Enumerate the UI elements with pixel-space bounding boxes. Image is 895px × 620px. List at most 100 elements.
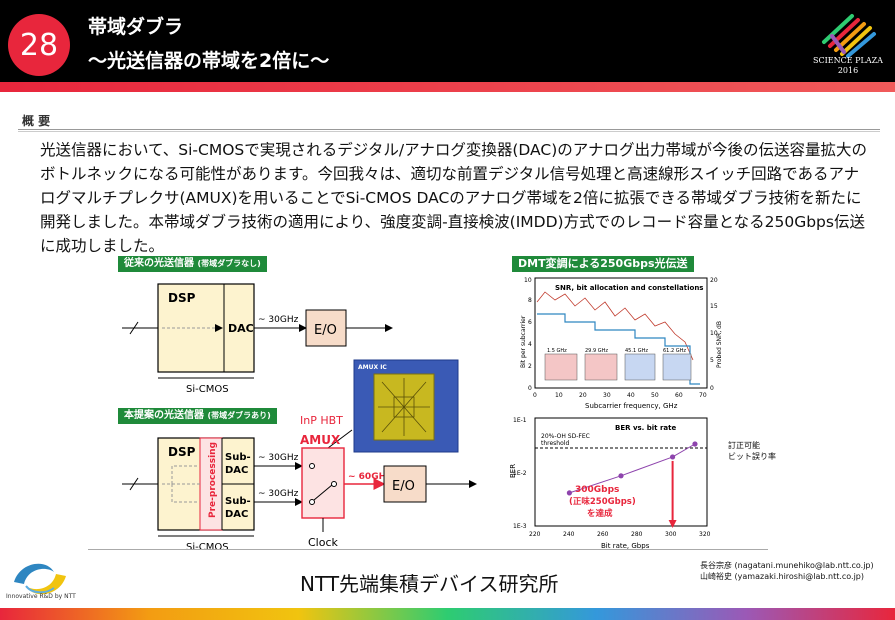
proposed-cmos-label: Si-CMOS [186, 542, 229, 553]
page-title: 帯域ダブラ [88, 16, 184, 38]
subdac1-line1: Sub- [225, 452, 251, 463]
dmt-constellation-labels: 1.5 GHz 29.9 GHz 45.1 GHz 61.2 GHz [547, 348, 686, 354]
dmt-y-tick: 0 [710, 385, 714, 392]
constellation-label: 1.5 GHz [547, 348, 567, 354]
ntt-logo-icon [14, 563, 66, 595]
conventional-dsp-block [157, 283, 255, 373]
inp-hbt-label: InP HBT [300, 414, 343, 427]
ber-x-tick: 300 [665, 531, 677, 538]
subdac1-freq: ~ 30GHz [258, 453, 299, 463]
amux-block [301, 447, 345, 519]
ber-y-tick: 1E-3 [513, 523, 527, 530]
dmt-x-tick: 10 [555, 392, 563, 399]
dmt-ylabel-right: Probed SNR, dB [716, 321, 723, 368]
proposed-dsp-branches [171, 465, 198, 503]
ber-y-tick: 1E-2 [513, 470, 527, 477]
ber-threshold-line2: threshold [541, 440, 569, 447]
ber-data-point [692, 441, 698, 447]
ber-ylabel: BER [509, 464, 517, 478]
section-divider [18, 129, 880, 130]
section-label: 概 要 [22, 114, 51, 128]
ber-result-arrowhead [668, 520, 677, 528]
conventional-input-slash [129, 321, 139, 335]
ber-side-note-line2: ビット誤り率 [728, 452, 776, 461]
dmt-ylabel-left: Bit per subcarrier [520, 315, 527, 368]
dmt-title: SNR, bit allocation and constellations [555, 284, 703, 292]
ber-x-ticks: 220 240 260 280 300 320 [529, 531, 711, 538]
subdac1-line2: DAC [225, 465, 248, 476]
ntt-tagline: Innovative R&D by NTT [6, 593, 76, 600]
ber-result-line1: 300Gbps [575, 485, 619, 495]
ber-title: BER vs. bit rate [615, 424, 676, 432]
dmt-x-tick: 70 [699, 392, 707, 399]
preprocessing-label: Pre-processing [208, 442, 218, 518]
contact-2: 山崎裕史 (yamazaki.hiroshi@lab.ntt.co.jp) [700, 572, 865, 581]
ber-chart: BER vs. bit rate 20%-OH SD-FEC threshold… [509, 417, 711, 550]
ber-result-line2: (正味250Gbps) [569, 496, 636, 507]
ber-data-point [670, 454, 676, 460]
proposed-tag: 本提案の光送信器 (帯域ダブラあり) [118, 408, 277, 424]
chip-callout-line [327, 429, 353, 449]
page-subtitle: 〜光送信器の帯域を2倍に〜 [88, 50, 330, 72]
ber-side-note-line1: 訂正可能 [728, 441, 760, 450]
clock-label: Clock [308, 536, 339, 549]
subdac2-line1: Sub- [225, 496, 251, 507]
ber-series-line [569, 443, 696, 494]
ber-x-tick: 220 [529, 531, 541, 538]
dmt-x-ticks: 0 10 20 30 40 50 60 70 [533, 392, 707, 399]
dmt-x-tick: 40 [627, 392, 635, 399]
dmt-x-tick: 50 [651, 392, 659, 399]
science-plaza-logo-text: SCIENCE PLAZA 2016 [806, 56, 890, 76]
ber-data-point [566, 490, 572, 496]
constellation-2 [584, 353, 618, 381]
proposed-dsp-label: DSP [168, 445, 196, 459]
amux-chip-photo: AMUX IC [353, 359, 459, 453]
conventional-freq: ~ 30GHz [258, 315, 299, 325]
brand-line2: 2016 [837, 66, 859, 75]
dmt-y-tick: 10 [710, 330, 718, 337]
conventional-eo-label: E/O [314, 323, 337, 338]
ber-xlabel: Bit rate, Gbps [601, 542, 650, 550]
proposed-tag-note: (帯域ダブラあり) [207, 411, 271, 420]
dmt-snr-line [536, 291, 694, 361]
conventional-dsp-label: DSP [168, 291, 196, 305]
ber-y-tick: 1E-1 [513, 417, 527, 424]
conventional-diagram: DSP DAC ~ 30GHz E/O Si-CMOS [122, 283, 393, 395]
proposed-tag-text: 本提案の光送信器 [124, 410, 204, 421]
summary-text: 光送信器において、Si-CMOSで実現されるデジタル/アナログ変換器(DAC)の… [40, 141, 867, 255]
dmt-y-tick: 4 [528, 341, 532, 348]
constellation-label: 45.1 GHz [625, 348, 648, 354]
proposed-diagram: DSP Pre-processing Sub- DAC Sub- DAC ~ 3… [122, 414, 477, 553]
dmt-x-tick: 0 [533, 392, 537, 399]
dmt-y-tick: 20 [710, 277, 718, 284]
ber-x-tick: 260 [597, 531, 609, 538]
slide-number-badge: 28 [8, 14, 70, 76]
ber-points [566, 441, 698, 496]
dmt-x-tick: 60 [675, 392, 683, 399]
contact-1: 長谷宗彦 (nagatani.munehiko@lab.ntt.co.jp) [700, 561, 874, 570]
footer-divider [88, 549, 768, 550]
dmt-y-tick: 10 [524, 277, 532, 284]
dmt-bit-allocation-line [537, 313, 700, 385]
conventional-tag-text: 従来の光送信器 [124, 258, 194, 269]
proposed-input-slash [129, 477, 139, 491]
amux-label: AMUX [300, 433, 341, 447]
conventional-tag-note: (帯域ダブラなし) [197, 259, 261, 268]
section-divider-light [18, 131, 880, 132]
dmt-y-ticks-right: 0 5 10 15 20 [710, 277, 718, 392]
dmt-x-tick: 30 [603, 392, 611, 399]
dmt-y-tick: 6 [528, 319, 532, 326]
ber-x-tick: 280 [631, 531, 643, 538]
constellation-3 [624, 353, 656, 381]
ber-result-line3: を達成 [587, 508, 613, 519]
constellation-1 [544, 353, 578, 381]
brand-line1: SCIENCE PLAZA [813, 56, 883, 65]
dmt-y-tick: 0 [528, 385, 532, 392]
transmitter-diagram: DSP DAC ~ 30GHz E/O Si-CMOS AMUX IC DSP … [122, 283, 477, 553]
footer-organization: NTT先端集積デバイス研究所 [300, 572, 559, 596]
proposed-eo-block [383, 465, 427, 503]
ber-x-tick: 240 [563, 531, 575, 538]
proposed-eo-label: E/O [392, 479, 415, 494]
ber-threshold-line1: 20%-OH SD-FEC [541, 433, 590, 440]
dmt-y-tick: 2 [528, 363, 532, 370]
